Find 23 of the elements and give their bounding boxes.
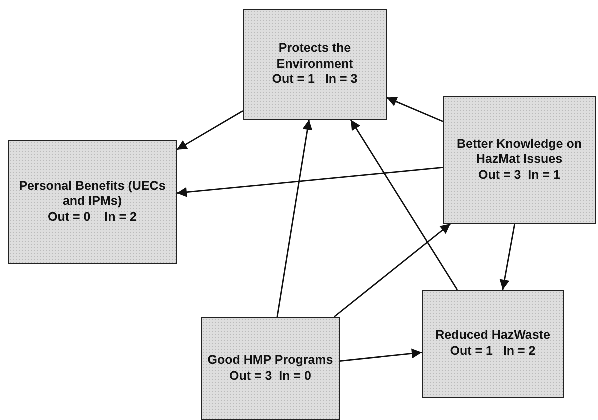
concept-box xyxy=(243,9,387,120)
in-out-count: Out = 0 In = 2 xyxy=(48,210,137,226)
arrow xyxy=(176,166,444,198)
in-out-count: Out = 1 In = 2 xyxy=(450,344,536,360)
concept-box xyxy=(201,317,340,420)
node-title: Reduced HazWaste xyxy=(436,328,550,344)
arrow xyxy=(350,120,458,290)
in-out-count: Out = 3 In = 1 xyxy=(478,168,560,184)
arrow xyxy=(334,223,452,318)
in-out-count: Out = 3 In = 0 xyxy=(230,368,312,384)
arrow xyxy=(176,110,244,151)
node-title: Protects the Environment xyxy=(276,41,354,72)
node-title: Good HMP Programs xyxy=(208,352,334,368)
node-title: Better Knowledge on HazMat Issues xyxy=(456,136,583,168)
arrow xyxy=(386,97,444,122)
concept-box xyxy=(443,96,596,224)
node-title: Personal Benefits (UECs and IPMs) xyxy=(18,178,167,210)
in-out-count: Out = 1 In = 3 xyxy=(272,72,358,88)
concept-box xyxy=(422,290,564,398)
arrow xyxy=(276,120,313,318)
arrow xyxy=(340,348,422,362)
concept-box xyxy=(8,140,177,264)
arrow xyxy=(500,224,516,290)
